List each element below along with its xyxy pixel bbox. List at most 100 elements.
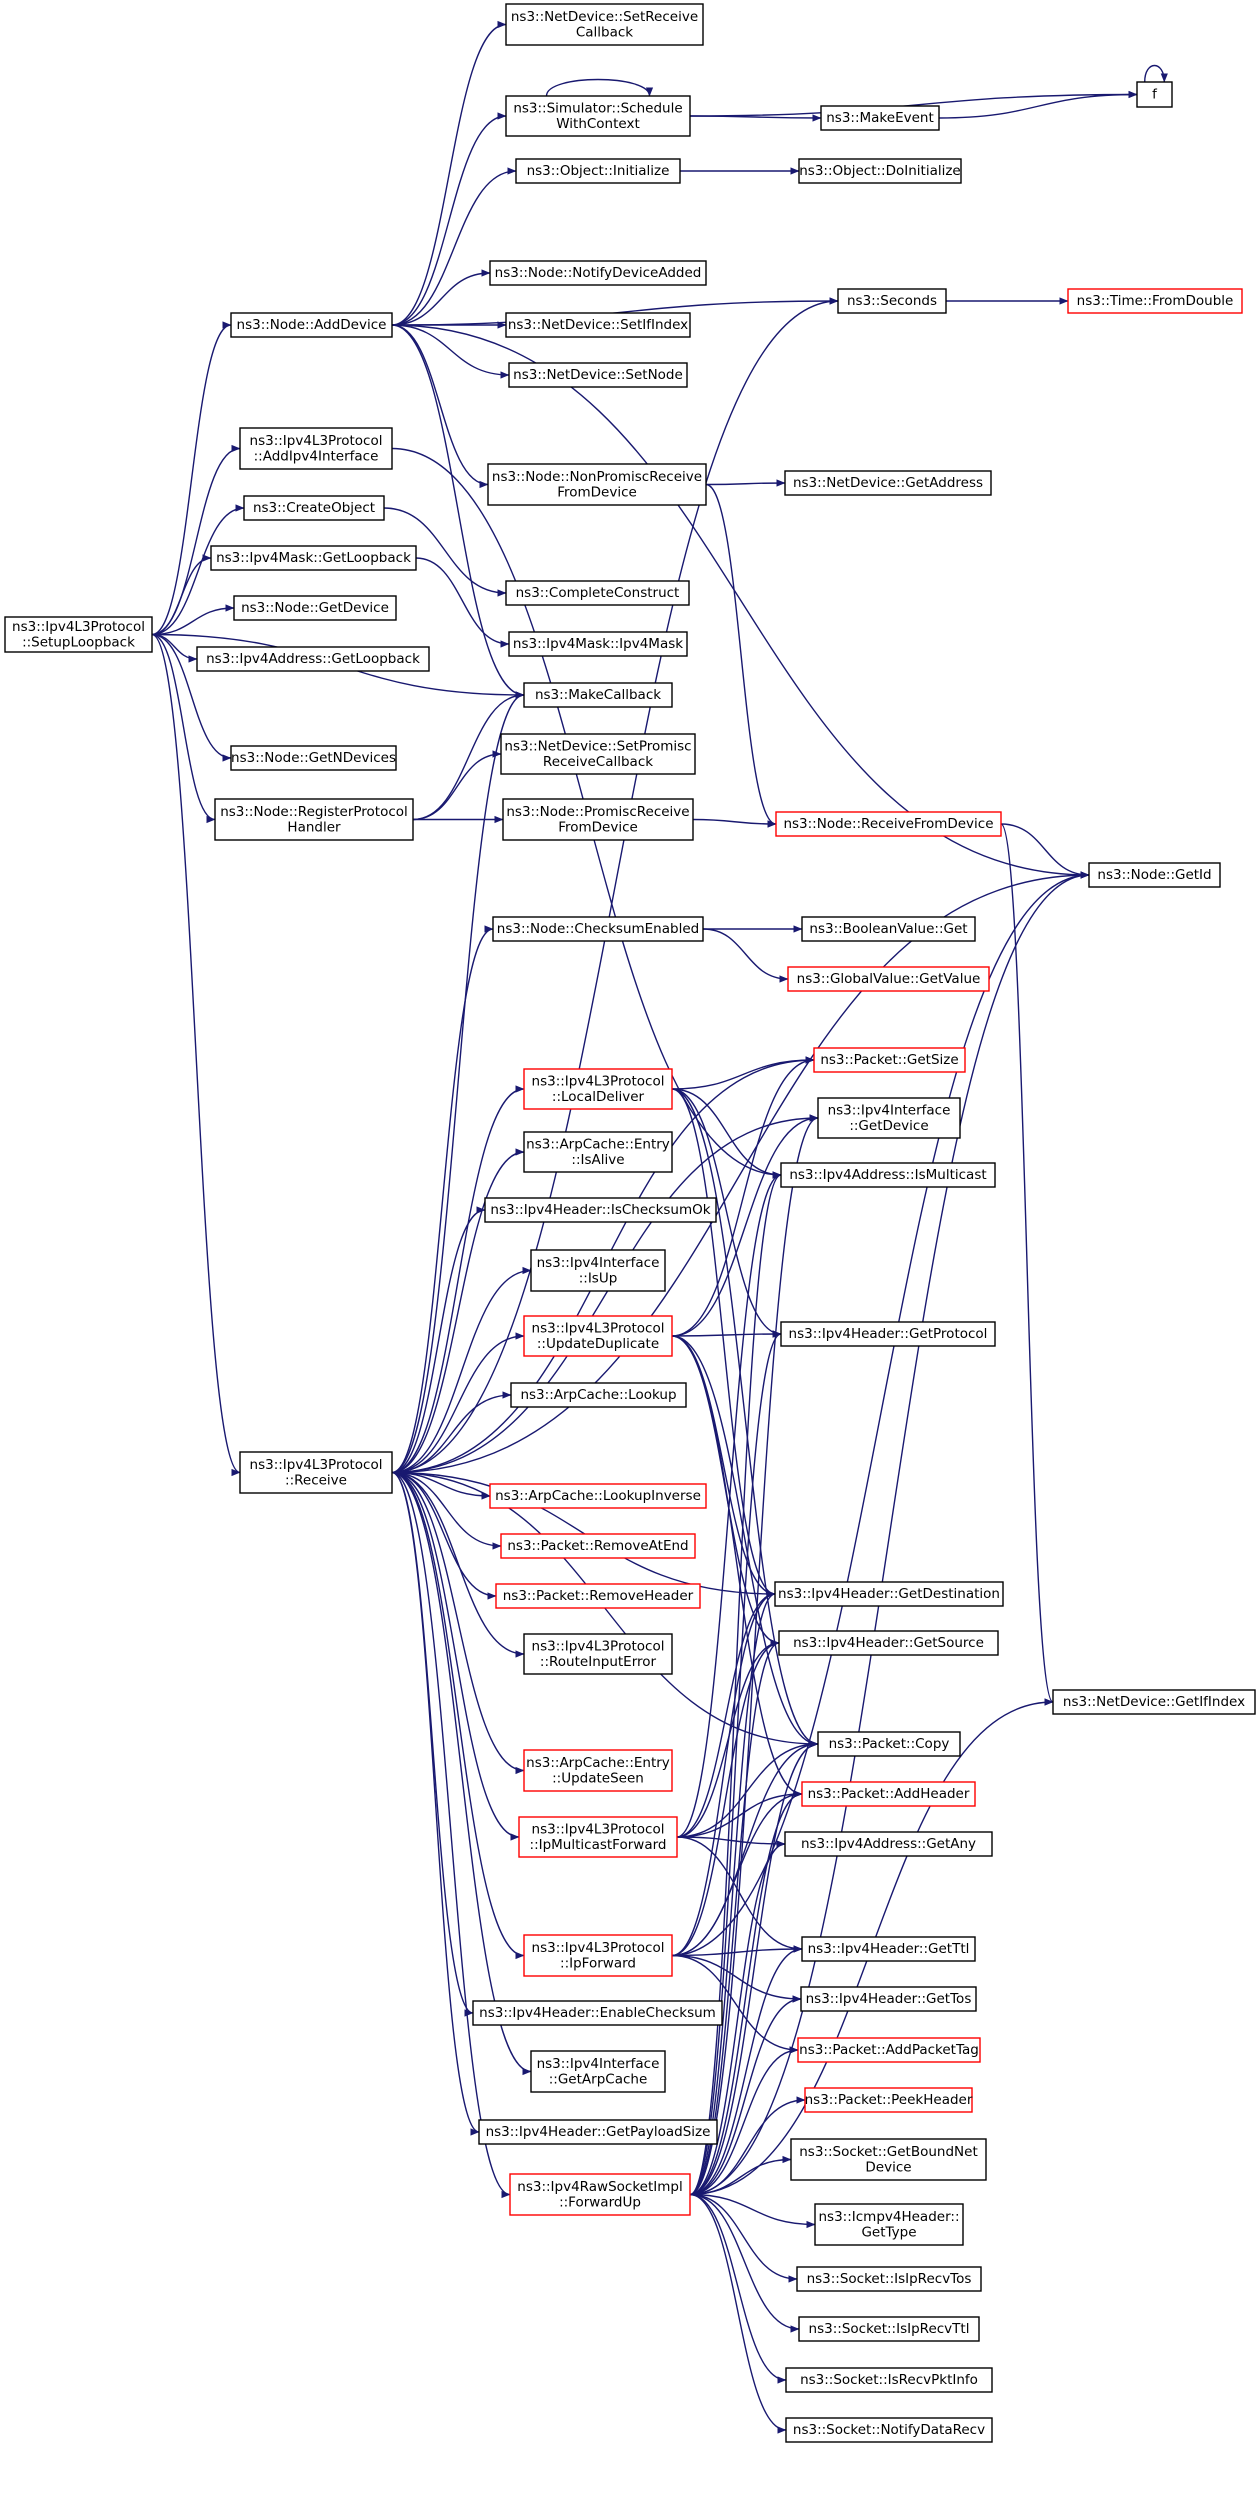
call-edge bbox=[391, 1471, 525, 1775]
function-node-createobject[interactable]: ns3::CreateObject bbox=[243, 495, 385, 521]
function-node-pktgetsize[interactable]: ns3::Packet::GetSize bbox=[813, 1047, 966, 1073]
function-node-getid[interactable]: ns3::Node::GetId bbox=[1088, 862, 1221, 888]
function-node-fromdouble[interactable]: ns3::Time::FromDouble bbox=[1067, 288, 1243, 314]
function-node-setpromisccb[interactable]: ns3::NetDevice::SetPromiscReceiveCallbac… bbox=[500, 733, 696, 775]
node-box bbox=[814, 2203, 964, 2246]
function-node-getifindex[interactable]: ns3::NetDevice::GetIfIndex bbox=[1052, 1689, 1256, 1715]
function-node-getprotocol[interactable]: ns3::Ipv4Header::GetProtocol bbox=[780, 1321, 996, 1347]
function-node-ipmcforward[interactable]: ns3::Ipv4L3Protocol::IpMulticastForward bbox=[518, 1816, 678, 1858]
call-edge bbox=[689, 114, 822, 122]
node-label: ns3::Socket::NotifyDataRecv bbox=[793, 2422, 985, 2438]
function-node-removeatend[interactable]: ns3::Packet::RemoveAtEnd bbox=[500, 1533, 696, 1559]
function-node-f[interactable]: f bbox=[1136, 81, 1173, 108]
function-node-getndevices[interactable]: ns3::Node::GetNDevices bbox=[230, 745, 397, 771]
call-edge bbox=[702, 928, 789, 983]
function-node-ifgetdevice[interactable]: ns3::Ipv4Interface::GetDevice bbox=[817, 1097, 961, 1139]
function-node-addpackettag[interactable]: ns3::Packet::AddPacketTag bbox=[797, 2037, 981, 2063]
node-label: ns3::Ipv4L3Protocol bbox=[532, 1940, 665, 1956]
node-label: Device bbox=[865, 2159, 911, 2175]
function-node-addrgetloopback[interactable]: ns3::Ipv4Address::GetLoopback bbox=[196, 646, 430, 672]
function-node-ischecksumok[interactable]: ns3::Ipv4Header::IsChecksumOk bbox=[484, 1197, 717, 1223]
function-node-nodegetdevice[interactable]: ns3::Node::GetDevice bbox=[233, 595, 397, 621]
function-node-icmpgettype[interactable]: ns3::Icmpv4Header::GetType bbox=[814, 2203, 964, 2246]
function-node-boolget[interactable]: ns3::BooleanValue::Get bbox=[801, 916, 976, 942]
function-node-removeheader[interactable]: ns3::Packet::RemoveHeader bbox=[495, 1583, 701, 1609]
function-node-root[interactable]: ns3::Ipv4L3Protocol::SetupLoopback bbox=[4, 616, 153, 653]
node-box bbox=[784, 470, 992, 496]
function-node-maskgetloopback[interactable]: ns3::Ipv4Mask::GetLoopback bbox=[210, 545, 417, 571]
function-node-arplookup[interactable]: ns3::ArpCache::Lookup bbox=[510, 1382, 687, 1408]
function-node-updatedup[interactable]: ns3::Ipv4L3Protocol::UpdateDuplicate bbox=[523, 1315, 673, 1357]
function-node-notifydatarecv[interactable]: ns3::Socket::NotifyDataRecv bbox=[785, 2417, 993, 2443]
function-node-makecallback[interactable]: ns3::MakeCallback bbox=[523, 682, 673, 708]
function-node-completeconstruct[interactable]: ns3::CompleteConstruct bbox=[505, 580, 690, 606]
function-node-makeevent[interactable]: ns3::MakeEvent bbox=[820, 105, 940, 131]
function-node-adddevice[interactable]: ns3::Node::AddDevice bbox=[230, 312, 393, 338]
function-node-pktcopy[interactable]: ns3::Packet::Copy bbox=[817, 1731, 961, 1757]
node-box bbox=[804, 2087, 973, 2113]
function-node-objinit[interactable]: ns3::Object::Initialize bbox=[515, 158, 681, 184]
call-edge bbox=[391, 1114, 819, 1474]
node-label: Handler bbox=[287, 819, 341, 835]
node-label: ns3::Packet::RemoveAtEnd bbox=[507, 1538, 688, 1554]
node-box bbox=[798, 158, 962, 184]
node-box bbox=[4, 616, 153, 653]
call-edge bbox=[391, 269, 491, 326]
function-node-recvfromdev[interactable]: ns3::Node::ReceiveFromDevice bbox=[775, 811, 1002, 837]
node-label: ns3::Ipv4Header::GetSource bbox=[793, 1635, 984, 1651]
call-edge bbox=[391, 871, 1090, 1474]
call-edge bbox=[391, 1332, 525, 1474]
function-node-arpupdateseen[interactable]: ns3::ArpCache::Entry::UpdateSeen bbox=[523, 1749, 673, 1792]
function-node-ismulticast[interactable]: ns3::Ipv4Address::IsMulticast bbox=[780, 1162, 996, 1188]
function-node-receive[interactable]: ns3::Ipv4L3Protocol::Receive bbox=[239, 1451, 393, 1494]
function-node-getpayloadsize[interactable]: ns3::Ipv4Header::GetPayloadSize bbox=[478, 2119, 718, 2145]
function-node-isrecvpktinfo[interactable]: ns3::Socket::IsRecvPktInfo bbox=[785, 2367, 993, 2393]
function-node-seconds[interactable]: ns3::Seconds bbox=[837, 288, 947, 314]
function-node-notifydevadded[interactable]: ns3::Node::NotifyDeviceAdded bbox=[489, 260, 707, 286]
function-node-addipv4if[interactable]: ns3::Ipv4L3Protocol::AddIpv4Interface bbox=[239, 427, 393, 470]
function-node-setifindex[interactable]: ns3::NetDevice::SetIfIndex bbox=[505, 312, 691, 338]
function-node-globalgetvalue[interactable]: ns3::GlobalValue::GetValue bbox=[787, 966, 990, 992]
function-node-setnode[interactable]: ns3::NetDevice::SetNode bbox=[508, 362, 688, 388]
function-node-localdeliver[interactable]: ns3::Ipv4L3Protocol::LocalDeliver bbox=[523, 1068, 673, 1110]
function-node-getdestination[interactable]: ns3::Ipv4Header::GetDestination bbox=[774, 1581, 1004, 1607]
function-node-arpisalive[interactable]: ns3::ArpCache::Entry::IsAlive bbox=[523, 1131, 673, 1173]
function-node-getaddress[interactable]: ns3::NetDevice::GetAddress bbox=[784, 470, 992, 496]
function-node-routeinputerror[interactable]: ns3::Ipv4L3Protocol::RouteInputError bbox=[523, 1633, 673, 1675]
function-node-ipforward[interactable]: ns3::Ipv4L3Protocol::IpForward bbox=[523, 1934, 673, 1977]
node-label: ns3::Ipv4Address::IsMulticast bbox=[789, 1167, 986, 1183]
function-node-getttl[interactable]: ns3::Ipv4Header::GetTtl bbox=[801, 1936, 976, 1962]
function-node-ifisup[interactable]: ns3::Ipv4Interface::IsUp bbox=[530, 1249, 666, 1292]
function-node-addheader[interactable]: ns3::Packet::AddHeader bbox=[801, 1781, 976, 1807]
node-label: ns3::ArpCache::LookupInverse bbox=[495, 1488, 701, 1504]
function-node-forwardup[interactable]: ns3::Ipv4RawSocketImpl::ForwardUp bbox=[509, 2173, 691, 2216]
function-node-getsource[interactable]: ns3::Ipv4Header::GetSource bbox=[778, 1630, 999, 1656]
function-node-getany[interactable]: ns3::Ipv4Address::GetAny bbox=[784, 1831, 993, 1857]
function-node-ifgetarpcache[interactable]: ns3::Ipv4Interface::GetArpCache bbox=[530, 2050, 666, 2093]
function-node-checksumenabled[interactable]: ns3::Node::ChecksumEnabled bbox=[492, 916, 704, 942]
function-node-arplookupinv[interactable]: ns3::ArpCache::LookupInverse bbox=[489, 1483, 707, 1509]
node-box bbox=[796, 2266, 982, 2292]
node-box bbox=[785, 2367, 993, 2393]
call-edge bbox=[415, 557, 510, 648]
node-label: ns3::Ipv4Header::GetDestination bbox=[778, 1586, 1000, 1602]
call-edge bbox=[689, 2193, 800, 2333]
function-node-gettos[interactable]: ns3::Ipv4Header::GetTos bbox=[800, 1986, 977, 2012]
function-node-isiprecvttl[interactable]: ns3::Socket::IsIpRecvTtl bbox=[798, 2316, 980, 2342]
node-label: ::UpdateDuplicate bbox=[537, 1336, 659, 1352]
function-node-ipv4mask[interactable]: ns3::Ipv4Mask::Ipv4Mask bbox=[508, 631, 688, 657]
function-node-objdoinit[interactable]: ns3::Object::DoInitialize bbox=[798, 158, 962, 184]
function-node-enablechecksum[interactable]: ns3::Ipv4Header::EnableChecksum bbox=[472, 2000, 723, 2026]
node-label: ns3::Ipv4Interface bbox=[537, 1255, 660, 1271]
function-node-peekheader[interactable]: ns3::Packet::PeekHeader bbox=[804, 2087, 973, 2113]
function-node-isiprecvtos[interactable]: ns3::Socket::IsIpRecvTos bbox=[796, 2266, 982, 2292]
node-box bbox=[837, 288, 947, 314]
call-edge bbox=[151, 633, 232, 762]
node-label: ns3::Ipv4Address::GetLoopback bbox=[206, 651, 420, 667]
